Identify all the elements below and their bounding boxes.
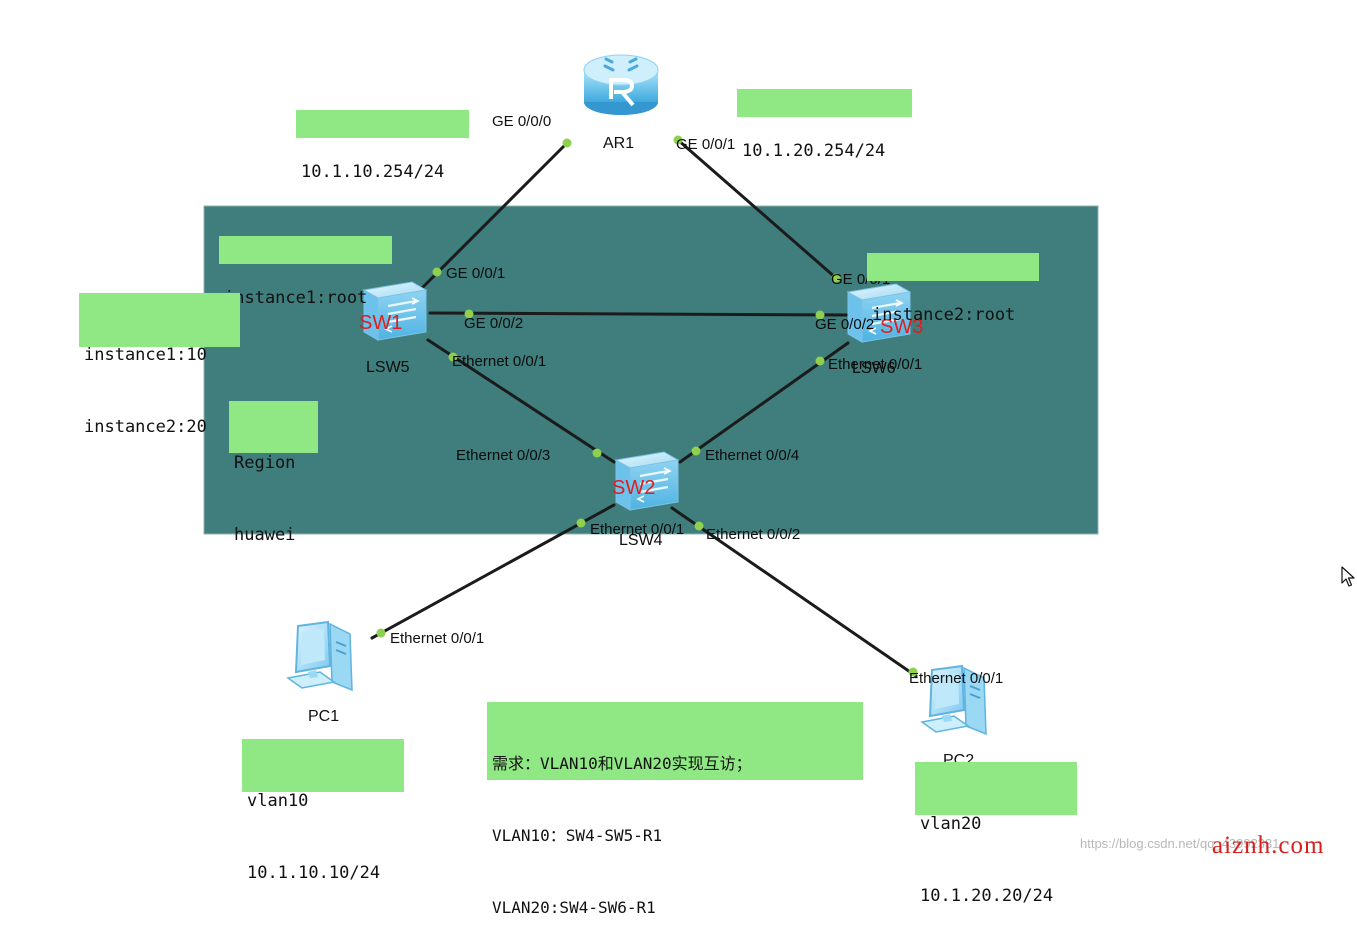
port-dot	[831, 273, 841, 283]
note-line: 10.1.10.10/24	[247, 863, 381, 883]
port-dot	[691, 446, 701, 456]
port-label-lsw4-eth001: Ethernet 0/0/1	[590, 521, 684, 538]
sw3-name: SW3	[880, 316, 923, 338]
note-line: VLAN20:SW4-SW6-R1	[492, 898, 656, 917]
link-lsw5-lsw6	[428, 311, 850, 317]
port-label-ar1-ge000: GE 0/0/0	[492, 113, 551, 130]
note-line: vlan10	[247, 791, 309, 811]
note-line: 需求：VLAN10和VLAN20实现互访；	[492, 754, 752, 773]
sw1-name: SW1	[359, 312, 402, 334]
sw2-name: SW2	[612, 477, 655, 499]
port-dot	[576, 518, 586, 528]
port-dot	[673, 135, 683, 145]
note-instance2-root: instance2:root	[867, 253, 1039, 325]
port-dot	[694, 521, 704, 531]
port-dot	[562, 138, 572, 148]
pc-icon[interactable]	[287, 621, 353, 691]
note-line: Region	[234, 453, 296, 473]
note-line: vlan20	[920, 814, 982, 834]
port-label-pc1-eth001: Ethernet 0/0/1	[390, 630, 484, 647]
note-line: VLAN10：SW4-SW5-R1	[492, 826, 663, 845]
cursor-icon	[1341, 566, 1355, 587]
port-label-pc2-eth001: Ethernet 0/0/1	[909, 670, 1003, 687]
note-text: 10.1.20.254/24	[742, 141, 886, 161]
port-label-lsw4-eth004: Ethernet 0/0/4	[705, 447, 799, 464]
note-text: instance1:root	[224, 288, 368, 308]
note-gw-vlan20: 10.1.20.254/24	[737, 89, 912, 161]
port-dot	[815, 310, 825, 320]
note-instance-map: instance1:10 instance2:20	[79, 293, 240, 437]
note-pc1-info: vlan10 10.1.10.10/24	[242, 739, 404, 883]
link-ar1-lsw6	[676, 138, 838, 280]
note-pc2-info: vlan20 10.1.20.20/24	[915, 762, 1077, 906]
port-dots	[376, 135, 918, 677]
port-label-lsw4-eth002: Ethernet 0/0/2	[706, 526, 800, 543]
watermark-url: https://blog.csdn.net/qq_43992331	[1080, 836, 1280, 851]
port-label-lsw5-ge001: GE 0/0/1	[446, 265, 505, 282]
note-line: instance2:20	[84, 417, 207, 437]
port-label-lsw4-eth003: Ethernet 0/0/3	[456, 447, 550, 464]
lsw6-label: LSW6	[852, 360, 896, 377]
note-text: instance2:root	[872, 305, 1016, 325]
lsw4-label: LSW4	[619, 532, 663, 549]
port-label-lsw5-ge002: GE 0/0/2	[464, 315, 523, 332]
port-dot	[908, 667, 918, 677]
watermark-brand: aiznh.com	[1212, 832, 1325, 859]
note-line: huawei	[234, 525, 296, 545]
port-dot	[464, 309, 474, 319]
note-instance1-root: instance1:root	[219, 236, 392, 308]
link-lsw5-lsw4	[426, 338, 616, 464]
port-label-lsw6-eth001: Ethernet 0/0/1	[828, 356, 922, 373]
note-text: 10.1.10.254/24	[301, 162, 445, 182]
port-dot	[448, 352, 458, 362]
note-line: 10.1.20.20/24	[920, 886, 1054, 906]
lsw5-label: LSW5	[366, 359, 410, 376]
note-requirement: 需求：VLAN10和VLAN20实现互访； VLAN10：SW4-SW5-R1 …	[487, 702, 863, 917]
port-dot	[376, 628, 386, 638]
port-dot	[592, 448, 602, 458]
note-gw-vlan10: 10.1.10.254/24	[296, 110, 469, 182]
note-region: Region huawei	[229, 401, 318, 545]
port-label-ar1-ge001: GE 0/0/1	[676, 136, 735, 153]
link-lsw4-pc1	[370, 503, 616, 640]
port-dot	[815, 356, 825, 366]
link-ar1-lsw5	[420, 141, 569, 290]
link-lsw4-pc2	[670, 506, 918, 678]
router-icon[interactable]	[583, 54, 659, 115]
port-label-lsw6-ge002: GE 0/0/2	[815, 316, 874, 333]
pc1-label: PC1	[308, 708, 339, 725]
note-line: instance1:10	[84, 345, 207, 365]
port-dot	[432, 267, 442, 277]
router-label: AR1	[603, 135, 634, 152]
port-label-lsw5-eth001: Ethernet 0/0/1	[452, 353, 546, 370]
